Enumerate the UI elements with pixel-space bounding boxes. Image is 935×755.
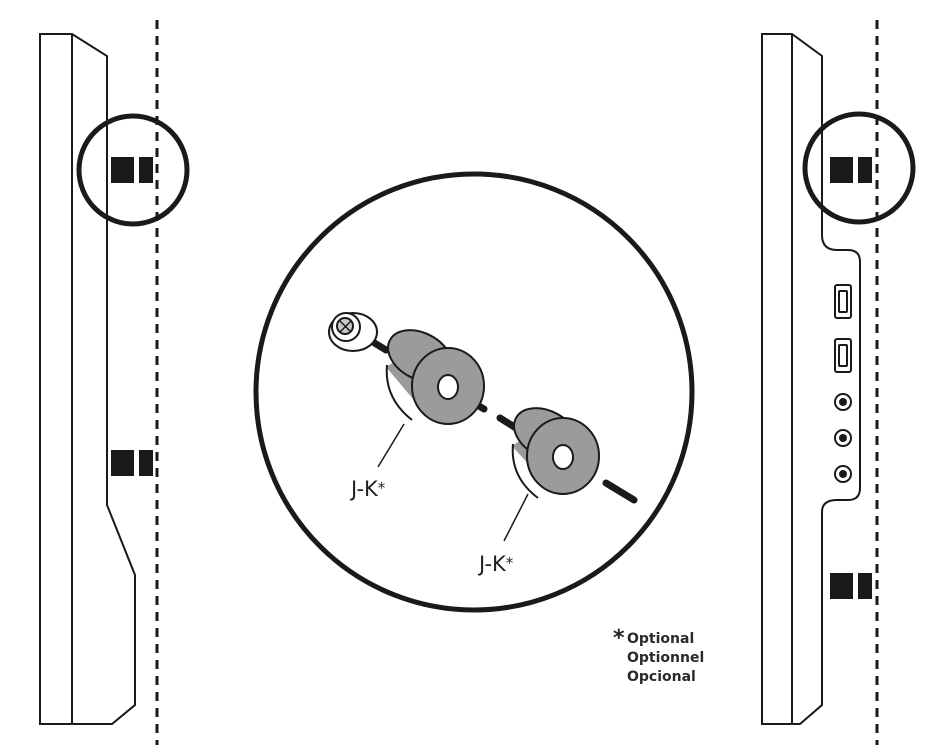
right-zoom-circle — [802, 111, 916, 225]
right-tv-side-profile — [761, 33, 861, 725]
right-tv-ports — [834, 284, 852, 483]
left-tv-side-profile — [39, 33, 136, 725]
spacer-bottom-icon — [511, 407, 600, 499]
hdmi-port-icon — [834, 284, 852, 319]
audio-jack-icon — [834, 465, 852, 483]
optional-footnote: * Optional Optionnel Opcional — [613, 626, 704, 685]
right-bottom-mount-bracket — [830, 573, 872, 599]
footnote-line-es: Opcional — [627, 669, 696, 685]
footnote-line-fr: Optionnel — [627, 650, 704, 666]
audio-jack-icon — [834, 393, 852, 411]
spacer-top-label: J-K* — [349, 477, 386, 501]
left-bottom-mount-bracket — [111, 450, 153, 476]
screw-icon — [328, 312, 378, 352]
right-top-mount-bracket — [830, 157, 872, 183]
hdmi-port-icon — [834, 338, 852, 373]
footnote-line-en: Optional — [627, 631, 694, 647]
spacer-bottom-leader-line — [503, 493, 529, 542]
spacer-bottom-label: J-K* — [477, 552, 514, 576]
left-top-mount-bracket — [111, 157, 153, 183]
spacer-top-icon — [385, 329, 485, 425]
left-zoom-circle — [76, 113, 190, 227]
spacer-top-leader-line — [377, 423, 405, 468]
audio-jack-icon — [834, 429, 852, 447]
svg-text:*: * — [613, 626, 625, 651]
